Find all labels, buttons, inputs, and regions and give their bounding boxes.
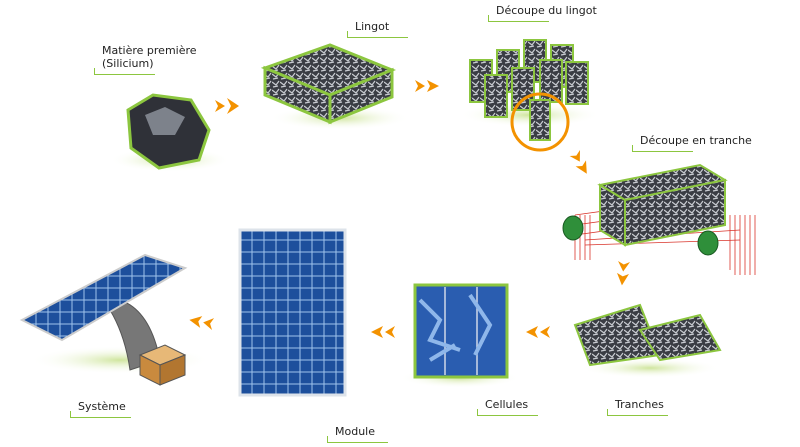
process-arrows [189, 80, 630, 338]
solar-cell [413, 283, 509, 379]
label-ingot: Lingot [346, 20, 409, 38]
label-cells: Cellules [476, 398, 539, 416]
highlight-circle [510, 92, 570, 152]
wafers [573, 303, 722, 367]
wire-saw [562, 163, 756, 275]
ingot-block [260, 43, 397, 125]
label-ingot-cut: Découpe du lingot [488, 4, 597, 22]
label-module: Module [327, 425, 388, 443]
raw-sublabel: (Silicium) [102, 57, 154, 70]
raw-label: Matière première [102, 44, 197, 57]
cut-ingot-blocks [469, 39, 589, 141]
solar-system [19, 253, 188, 386]
solar-module [238, 228, 347, 397]
label-slicing: Découpe en tranche [632, 134, 752, 152]
label-wafers: Tranches [607, 398, 668, 416]
label-raw-material: Matière première(Silicium) [94, 44, 197, 75]
label-system: Système [70, 400, 131, 418]
